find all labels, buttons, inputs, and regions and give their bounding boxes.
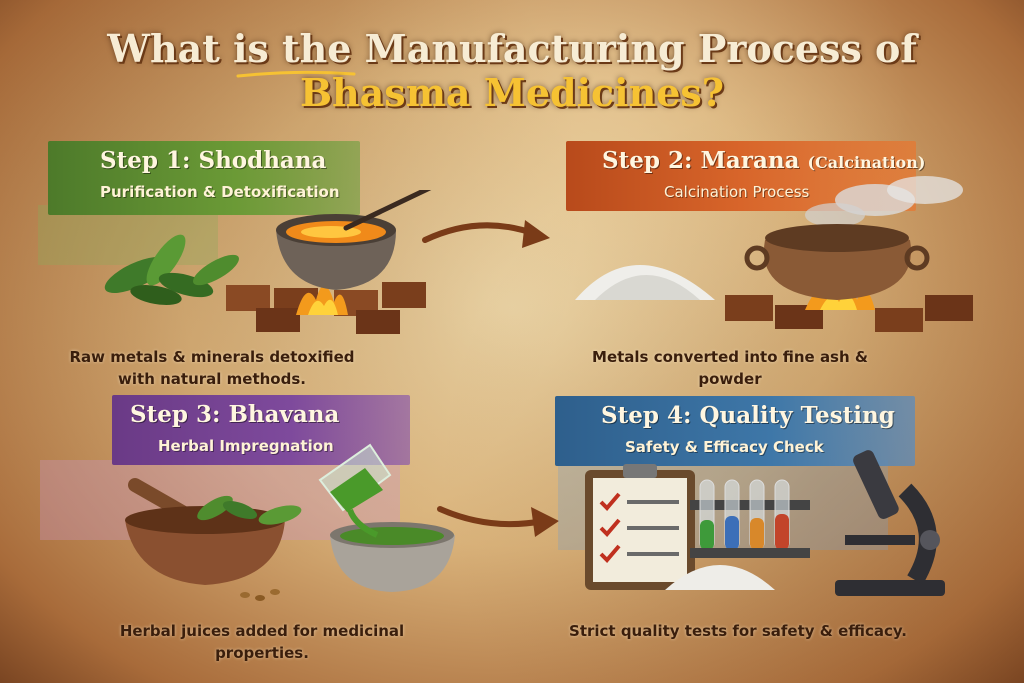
title-line2: Bhasma Medicines? xyxy=(299,70,725,115)
herbs-icon xyxy=(104,234,239,305)
step4-illustration xyxy=(585,450,945,596)
seeds xyxy=(240,589,280,601)
step2-label-main: Step 2: Marana xyxy=(602,147,800,174)
step2-illustration xyxy=(575,176,973,332)
bricks xyxy=(725,295,973,332)
step4-banner: Step 4: Quality Testing Safety & Efficac… xyxy=(555,396,915,466)
powder-pile xyxy=(665,565,775,590)
step4-description: Strict quality tests for safety & effica… xyxy=(569,622,907,640)
title-underline-swoosh xyxy=(236,70,356,78)
clipboard-checklist-icon xyxy=(585,464,695,590)
step4-subtitle: Safety & Efficacy Check xyxy=(625,438,824,456)
clay-pot-icon xyxy=(744,224,930,300)
step3-banner: Step 3: Bhavana Herbal Impregnation xyxy=(112,395,410,465)
step3-subtitle: Herbal Impregnation xyxy=(158,437,334,455)
step1-description-line1: Raw metals & minerals detoxified xyxy=(69,348,355,366)
title-line1: What is the Manufacturing Process of xyxy=(107,26,917,71)
step3-description: Herbal juices added for medicinal proper… xyxy=(119,622,405,662)
step1-wash xyxy=(38,205,218,265)
test-tubes-icon xyxy=(690,479,810,558)
step1-banner: Step 1: Shodhana Purification & Detoxifi… xyxy=(48,141,360,215)
step1-subtitle: Purification & Detoxification xyxy=(100,183,340,201)
step3-label: Step 3: Bhavana xyxy=(130,401,340,428)
arrow-step3-to-step4 xyxy=(437,506,559,537)
ash-pile-icon xyxy=(575,265,715,300)
smoke xyxy=(805,176,963,227)
fire-icon xyxy=(296,285,348,315)
step2-description: Metals converted into fine ash & powder xyxy=(592,348,868,388)
pouring-glass-icon xyxy=(318,443,392,538)
arrow-step1-to-step2 xyxy=(422,220,550,248)
microscope-icon xyxy=(835,450,945,596)
step1-illustration xyxy=(104,190,432,334)
herb-leaves xyxy=(197,495,302,525)
mortar-pestle-icon xyxy=(125,478,285,585)
step1-label: Step 1: Shodhana xyxy=(100,147,327,174)
step2-label-paren: (Calcination) xyxy=(807,153,926,172)
step4-label: Step 4: Quality Testing xyxy=(601,402,895,429)
step3-illustration xyxy=(125,443,455,601)
step2-label: Step 2: Marana (Calcination) xyxy=(602,147,925,174)
step1-description: Raw metals & minerals detoxified with na… xyxy=(62,346,362,390)
step1-description-line2: with natural methods. xyxy=(118,370,306,388)
step2-subtitle: Calcination Process xyxy=(664,183,810,201)
fire-pot-icon xyxy=(276,190,432,290)
